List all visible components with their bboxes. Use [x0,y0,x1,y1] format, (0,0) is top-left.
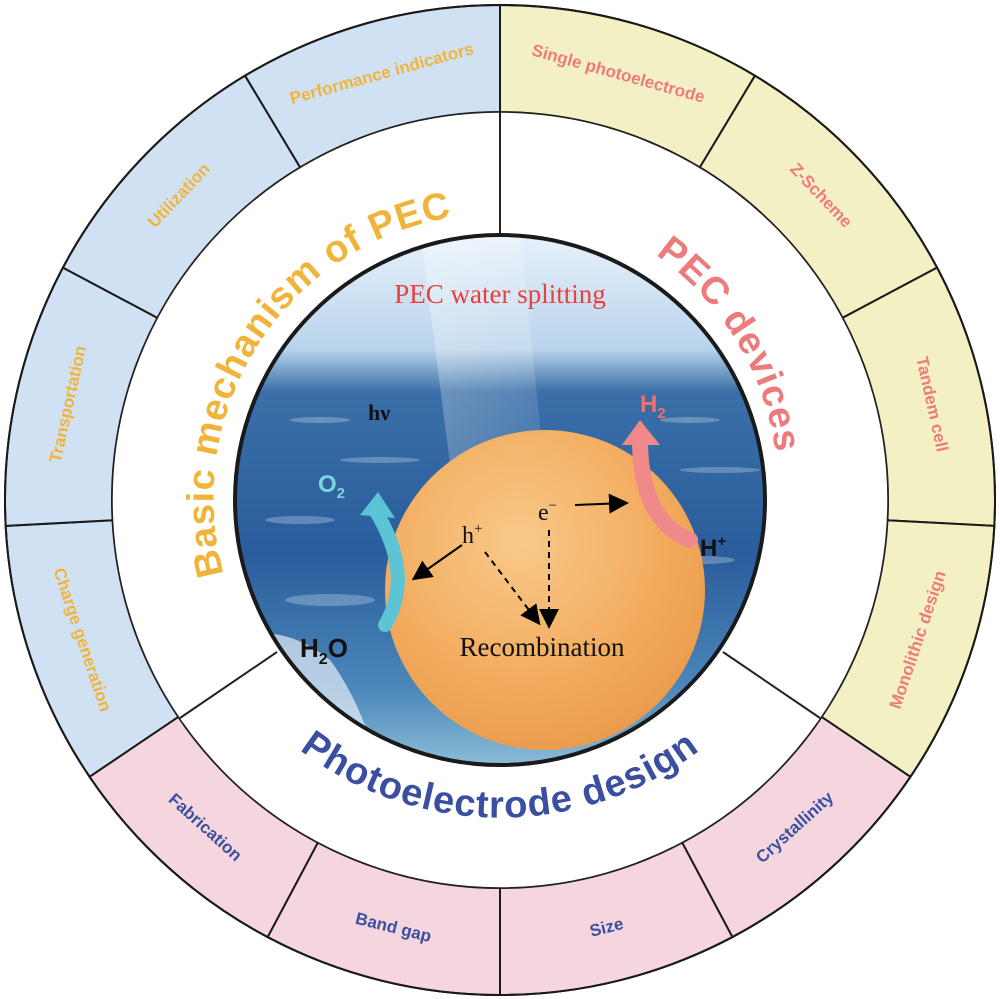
electron-arrow [574,493,629,514]
inner-circle-border [233,233,767,767]
photoelectrode-sphere [385,430,705,750]
hplus-label: H+ [700,533,726,562]
divider-right [722,651,821,719]
divider-left [179,651,278,719]
hole-recombination-arrow [484,551,541,626]
hole-label: h+ [462,521,482,549]
recombination-label: Recombination [460,632,625,662]
center-title: PEC water splitting [394,279,606,309]
outer-ring-border [4,4,996,996]
hole-arrow [411,544,463,581]
h2-arrow [632,432,698,548]
o2-arrow-head [360,492,395,518]
h2-label: H2 [640,391,666,422]
o2-label: O2 [318,471,345,502]
electron-label: e− [538,498,557,526]
h2o-label: H2O [300,633,348,668]
h2-arrow-head [622,420,660,445]
hv-label: hν [368,400,390,425]
o2-arrow [368,503,405,632]
